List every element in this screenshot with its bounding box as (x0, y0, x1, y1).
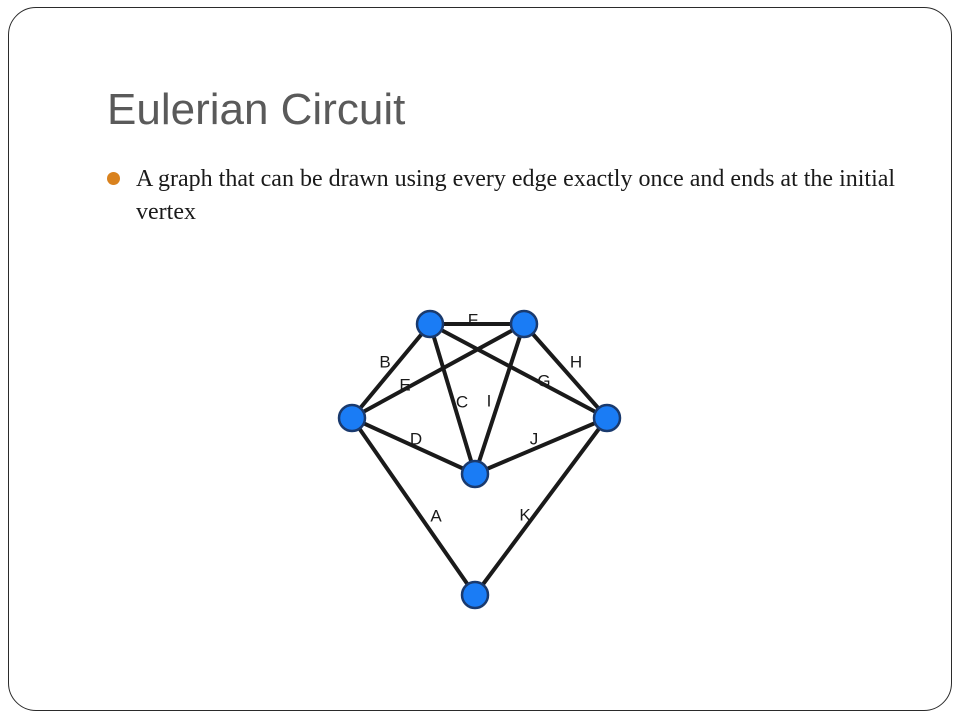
graph-vertex-center-bottom (460, 459, 490, 489)
graph-edge-a (350, 416, 477, 597)
graph-edges (350, 322, 609, 597)
graph-vertex-left (337, 403, 367, 433)
graph-edge-h (522, 322, 609, 420)
edge-label-b: B (379, 353, 390, 372)
graph-edge-e (350, 322, 526, 420)
graph-edge-c (428, 322, 477, 476)
bullet-item: A graph that can be drawn using every ed… (107, 163, 907, 229)
edge-label-c: C (456, 393, 468, 412)
edge-label-j: J (530, 430, 539, 449)
graph-edge-labels: A B C D E F G H I J K (379, 311, 582, 526)
graph-edge-j (473, 416, 609, 476)
edge-label-d: D (410, 430, 422, 449)
bullet-list: A graph that can be drawn using every ed… (107, 163, 907, 229)
edge-label-f: F (468, 311, 478, 330)
slide-title: Eulerian Circuit (107, 85, 406, 134)
graph-edge-d (350, 416, 477, 476)
edge-label-k: K (519, 506, 531, 525)
edge-label-e: E (399, 376, 410, 395)
bullet-text: A graph that can be drawn using every ed… (136, 166, 896, 225)
edge-label-a: A (430, 507, 442, 526)
graph-vertex-bottom (460, 580, 490, 610)
graph-vertex-top-left (415, 309, 445, 339)
graph-vertex-right (592, 403, 622, 433)
graph-edge-k (473, 416, 609, 597)
graph-vertex-top-right (509, 309, 539, 339)
bullet-marker-icon (107, 172, 120, 185)
graph-edge-i (473, 322, 526, 476)
edge-label-g: G (537, 372, 550, 391)
graph-vertices (337, 309, 622, 610)
graph-edge-g (428, 322, 609, 420)
edge-label-i: I (487, 392, 492, 411)
graph-edge-b (350, 322, 432, 420)
edge-label-h: H (570, 353, 582, 372)
